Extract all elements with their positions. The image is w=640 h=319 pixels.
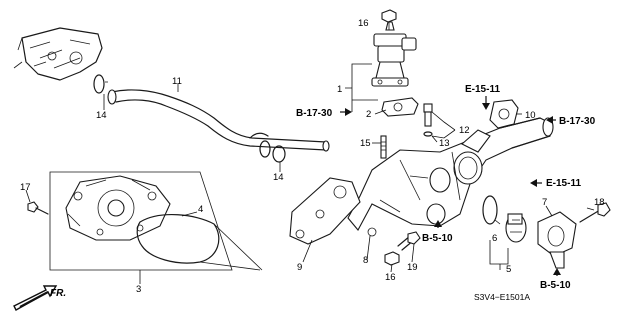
part-number-10: 10 xyxy=(525,110,536,121)
gasket-10 xyxy=(489,99,519,129)
ref-e-15-11-top: E-15-11 xyxy=(465,84,500,95)
part-number-16-top: 16 xyxy=(358,18,369,29)
o-ring-upper xyxy=(93,74,105,94)
part-number-14-lower: 14 xyxy=(273,172,284,183)
part-number-3: 3 xyxy=(136,284,141,295)
part-number-14-upper: 14 xyxy=(96,110,107,121)
engine-block-fragment xyxy=(13,27,103,81)
ref-e-15-11-mid: E-15-11 xyxy=(546,178,581,189)
thermostat-cover xyxy=(537,211,577,269)
bolt-17 xyxy=(27,201,49,215)
ref-b-17-30-right: B-17-30 xyxy=(559,116,596,127)
bolt-19 xyxy=(397,231,421,251)
pipe-end-collar xyxy=(259,140,271,158)
water-pipe xyxy=(107,89,330,152)
front-direction-label: FR. xyxy=(50,288,66,299)
temperature-sensor xyxy=(423,103,433,137)
reference-labels: B-17-30 E-15-11 B-17-30 E-15-11 B-5-10 B… xyxy=(296,84,596,291)
part-number-19: 19 xyxy=(407,262,418,273)
o-ring-6 xyxy=(482,195,498,225)
gasket-9 xyxy=(289,177,361,245)
bolt-18 xyxy=(579,202,611,223)
part-number-16-bottom: 16 xyxy=(385,272,396,283)
ref-b-17-30-left: B-17-30 xyxy=(296,108,333,119)
ref-b-5-10-right: B-5-10 xyxy=(540,280,571,291)
part-number-labels: 1 2 3 4 5 6 7 8 9 10 11 12 13 14 14 15 1… xyxy=(20,18,605,295)
leader-lines xyxy=(25,22,595,284)
egr-valve-assembly xyxy=(371,21,419,117)
reference-arrows xyxy=(340,96,561,276)
part-number-2: 2 xyxy=(366,109,371,120)
part-number-7: 7 xyxy=(542,197,547,208)
o-ring-lower xyxy=(272,145,286,163)
part-number-13: 13 xyxy=(439,138,450,149)
nut-top xyxy=(381,9,397,23)
part-number-4: 4 xyxy=(198,204,203,215)
part-number-8: 8 xyxy=(363,255,368,266)
diagram-code: S3V4−E1501A xyxy=(474,292,530,302)
part-number-9: 9 xyxy=(297,262,302,273)
part-number-15: 15 xyxy=(360,138,371,149)
part-number-1: 1 xyxy=(337,84,342,95)
water-pump-box xyxy=(49,171,233,271)
front-direction-arrow xyxy=(13,285,58,311)
water-pump xyxy=(65,175,171,241)
thermostat xyxy=(505,213,527,243)
part-number-17: 17 xyxy=(20,182,31,193)
ref-b-5-10-left: B-5-10 xyxy=(422,233,453,244)
part-number-18: 18 xyxy=(594,197,605,208)
part-number-5: 5 xyxy=(506,264,511,275)
part-number-11: 11 xyxy=(172,76,182,87)
nut-bottom xyxy=(384,251,400,266)
part-number-12: 12 xyxy=(459,125,470,136)
stud-bolt-15 xyxy=(380,135,387,159)
part-number-6: 6 xyxy=(492,233,497,244)
water-outlet-housing xyxy=(347,117,554,237)
